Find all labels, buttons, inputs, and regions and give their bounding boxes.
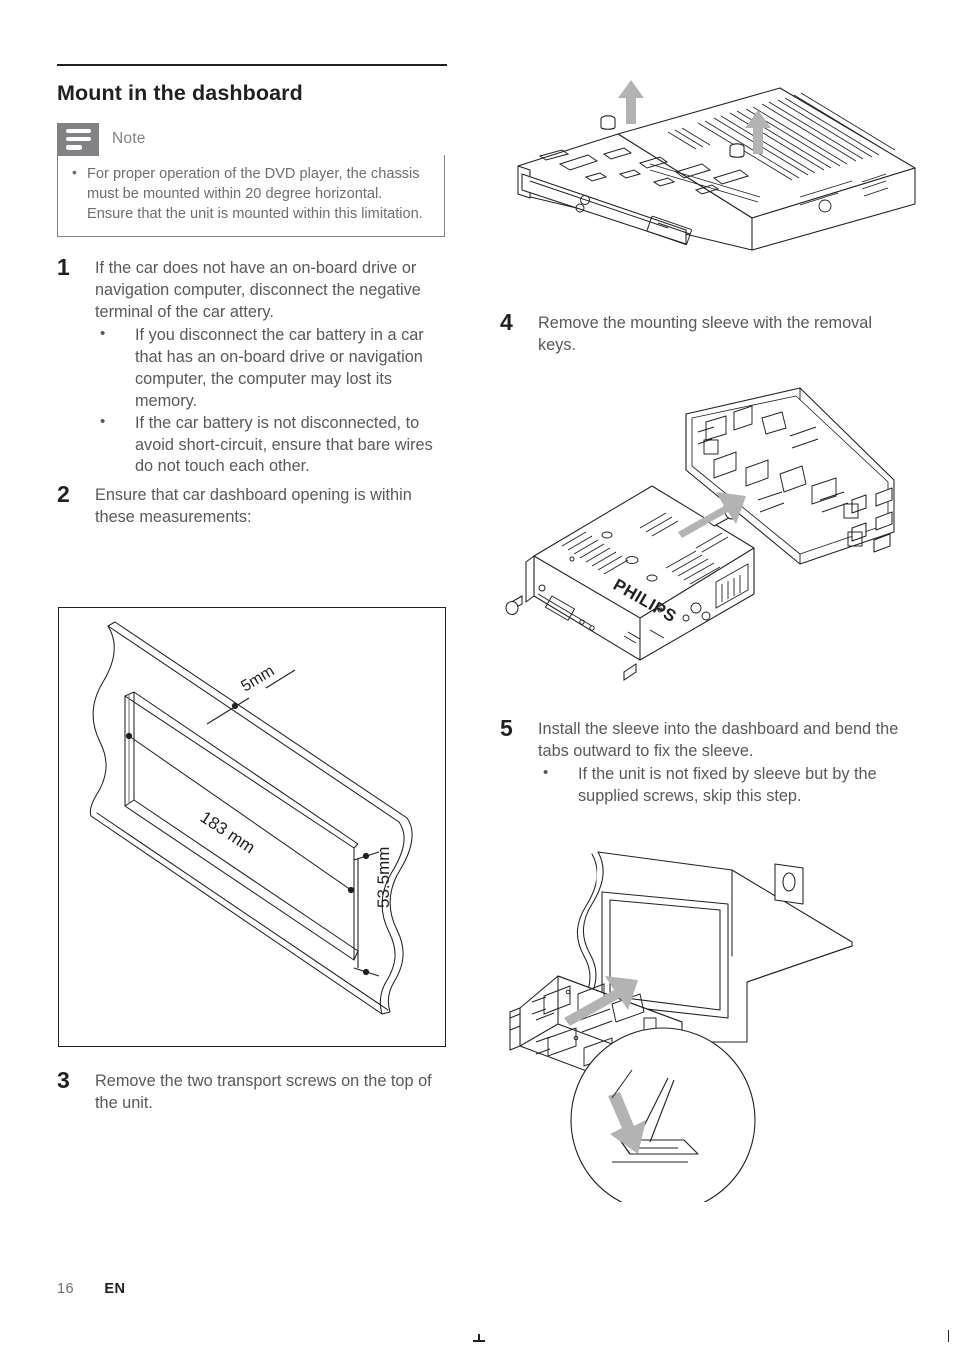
insert-arrow: [564, 976, 638, 1026]
section-rule: [57, 64, 447, 66]
step-1: 1 If the car does not have an on-board d…: [57, 255, 447, 478]
step-bullet: If the unit is not fixed by sleeve but b…: [538, 763, 900, 808]
step-text: If the car does not have an on-board dri…: [95, 259, 421, 322]
label-height: 53.5mm: [374, 847, 393, 908]
note-body: For proper operation of the DVD player, …: [57, 154, 445, 238]
step-5: 5 Install the sleeve into the dashboard …: [500, 716, 900, 808]
step-3: 3 Remove the two transport screws on the…: [57, 1068, 449, 1115]
step-4-container: 4 Remove the mounting sleeve with the re…: [500, 310, 900, 358]
step-content: Remove the two transport screws on the t…: [95, 1068, 449, 1115]
step-content: If the car does not have an on-board dri…: [95, 255, 447, 478]
step-bullet: If the car battery is not disconnected, …: [95, 412, 447, 479]
sleeve-install-dashboard-diagram: [492, 842, 912, 1202]
step-5-container: 5 Install the sleeve into the dashboard …: [500, 716, 900, 809]
step-2: 2 Ensure that car dashboard opening is w…: [57, 482, 447, 529]
step-text: Ensure that car dashboard opening is wit…: [95, 486, 412, 527]
step-bullets: If the unit is not fixed by sleeve but b…: [538, 763, 900, 808]
step-number: 1: [57, 254, 70, 281]
note-label: Note: [112, 130, 146, 148]
step-3-container: 3 Remove the two transport screws on the…: [57, 1068, 449, 1116]
step-text: Install the sleeve into the dashboard an…: [538, 720, 899, 760]
transport-screws-removal-diagram: [500, 78, 920, 278]
step-text: Remove the two transport screws on the t…: [95, 1072, 432, 1112]
step-content: Remove the mounting sleeve with the remo…: [538, 310, 900, 357]
dashboard-opening-measurement-diagram: 5mm 183 mm 53.5mm: [58, 607, 446, 1047]
page-footer: 16 EN: [57, 1281, 125, 1297]
left-column: Mount in the dashboard Note For proper o…: [57, 64, 447, 530]
insert-arrow: [678, 492, 746, 538]
step-content: Install the sleeve into the dashboard an…: [538, 716, 900, 808]
step-text: Remove the mounting sleeve with the remo…: [538, 314, 872, 354]
step-bullets: If you disconnect the car battery in a c…: [95, 324, 447, 479]
step-content: Ensure that car dashboard opening is wit…: [95, 482, 447, 529]
note-header: Note: [57, 122, 445, 156]
language-code: EN: [104, 1281, 126, 1297]
page-number: 16: [57, 1281, 74, 1297]
crop-mark-bottom-tick: [478, 1334, 480, 1342]
step-bullet: If you disconnect the car battery in a c…: [95, 324, 447, 413]
step-number: 3: [57, 1067, 70, 1093]
step-4: 4 Remove the mounting sleeve with the re…: [500, 310, 900, 357]
note-callout: Note For proper operation of the DVD pla…: [57, 122, 445, 238]
step-number: 4: [500, 309, 513, 335]
label-thickness: 5mm: [238, 663, 277, 696]
up-arrow: [618, 80, 771, 154]
label-width: 183 mm: [197, 807, 259, 857]
note-bars-icon: [57, 122, 99, 156]
page-title: Mount in the dashboard: [57, 81, 303, 105]
step-number: 2: [57, 481, 70, 508]
crop-mark-right: [948, 1330, 950, 1342]
bend-arrow: [608, 1092, 646, 1154]
note-item: For proper operation of the DVD player, …: [70, 163, 430, 225]
mounting-sleeve-removal-diagram: PHILIPS: [500, 382, 920, 682]
step-number: 5: [500, 715, 513, 741]
